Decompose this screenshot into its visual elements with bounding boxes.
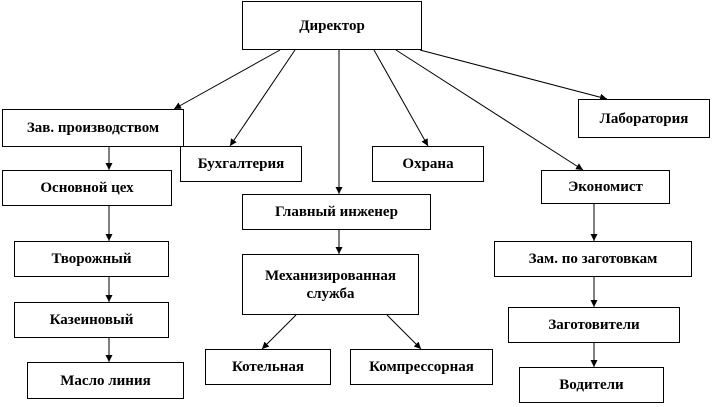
arrow-director-to-economist — [395, 49, 584, 171]
node-deputy-procurement: Зам. по заготовкам — [494, 241, 692, 277]
arrow-mechanized-service-to-boiler-room — [261, 314, 297, 350]
node-compressor-room: Компрессорная — [350, 349, 493, 385]
node-chief-engineer: Главный инженер — [242, 194, 431, 230]
node-laboratory: Лаборатория — [578, 99, 710, 138]
node-drivers: Водители — [519, 367, 664, 403]
node-mechanized-service: Механизированная служба — [242, 254, 419, 315]
arrow-director-to-accounting — [229, 49, 296, 147]
node-accounting: Бухгалтерия — [180, 146, 302, 182]
arrow-mechanized-service-to-compressor-room — [386, 314, 422, 350]
node-economist: Экономист — [541, 170, 670, 204]
node-production-head: Зав. производством — [2, 109, 184, 147]
node-boiler-room: Котельная — [205, 349, 331, 385]
arrow-director-to-laboratory — [419, 49, 608, 101]
arrow-director-to-production-head — [173, 49, 281, 110]
node-butter-line: Масло линия — [27, 362, 184, 399]
node-director: Директор — [242, 1, 422, 50]
arrow-director-to-security — [373, 49, 429, 147]
node-security: Охрана — [372, 146, 484, 182]
node-main-workshop: Основной цех — [2, 170, 172, 206]
node-procurers: Заготовители — [508, 307, 680, 343]
node-casein: Казеиновый — [14, 302, 169, 338]
node-curd: Творожный — [14, 241, 169, 277]
